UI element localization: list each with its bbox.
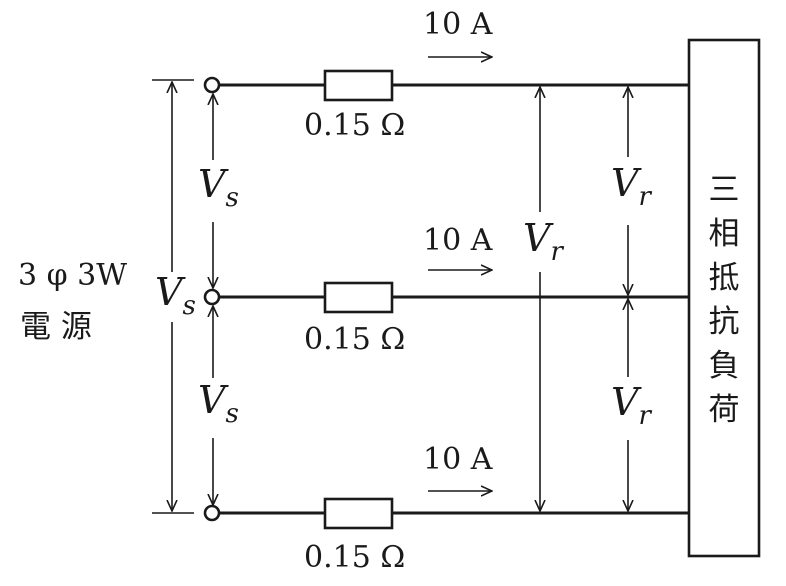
load-label-char: 三 bbox=[709, 172, 740, 208]
load-box bbox=[687, 38, 761, 558]
voltage-label-vs: Vs bbox=[155, 270, 196, 321]
resistance-label: 0.15 Ω bbox=[304, 540, 405, 575]
terminal bbox=[203, 504, 221, 522]
resistor bbox=[323, 69, 394, 102]
load-label-char: 抗 bbox=[709, 304, 740, 340]
current-label: 10 A bbox=[423, 442, 493, 477]
line-1: 10 A 0.15 Ω bbox=[203, 7, 689, 143]
resistance-label: 0.15 Ω bbox=[304, 108, 405, 143]
voltage-label-vs: Vs bbox=[198, 162, 239, 213]
line-3: 10 A 0.15 Ω bbox=[203, 442, 689, 575]
load-label-char: 相 bbox=[709, 216, 740, 252]
terminal bbox=[203, 76, 221, 94]
voltage-label-vr: Vr bbox=[523, 216, 564, 267]
current-label: 10 A bbox=[423, 223, 493, 258]
resistance-label: 0.15 Ω bbox=[304, 322, 405, 357]
source-label-line2: 電 源 bbox=[20, 309, 92, 345]
voltage-label-vr: Vr bbox=[611, 380, 652, 431]
resistor bbox=[323, 497, 394, 530]
terminal bbox=[203, 288, 221, 306]
source-label-line1: 3 φ 3W bbox=[18, 258, 127, 293]
resistor bbox=[323, 281, 394, 314]
load-label-char: 荷 bbox=[709, 392, 740, 428]
voltage-label-vr: Vr bbox=[611, 161, 652, 212]
line-2: 10 A 0.15 Ω bbox=[203, 223, 689, 357]
voltage-label-vs: Vs bbox=[198, 378, 239, 429]
current-label: 10 A bbox=[423, 7, 493, 42]
load-label: 三 相 抵 抗 負 荷 bbox=[709, 172, 740, 428]
load-label-char: 負 bbox=[709, 348, 740, 384]
load-label-char: 抵 bbox=[709, 260, 740, 296]
